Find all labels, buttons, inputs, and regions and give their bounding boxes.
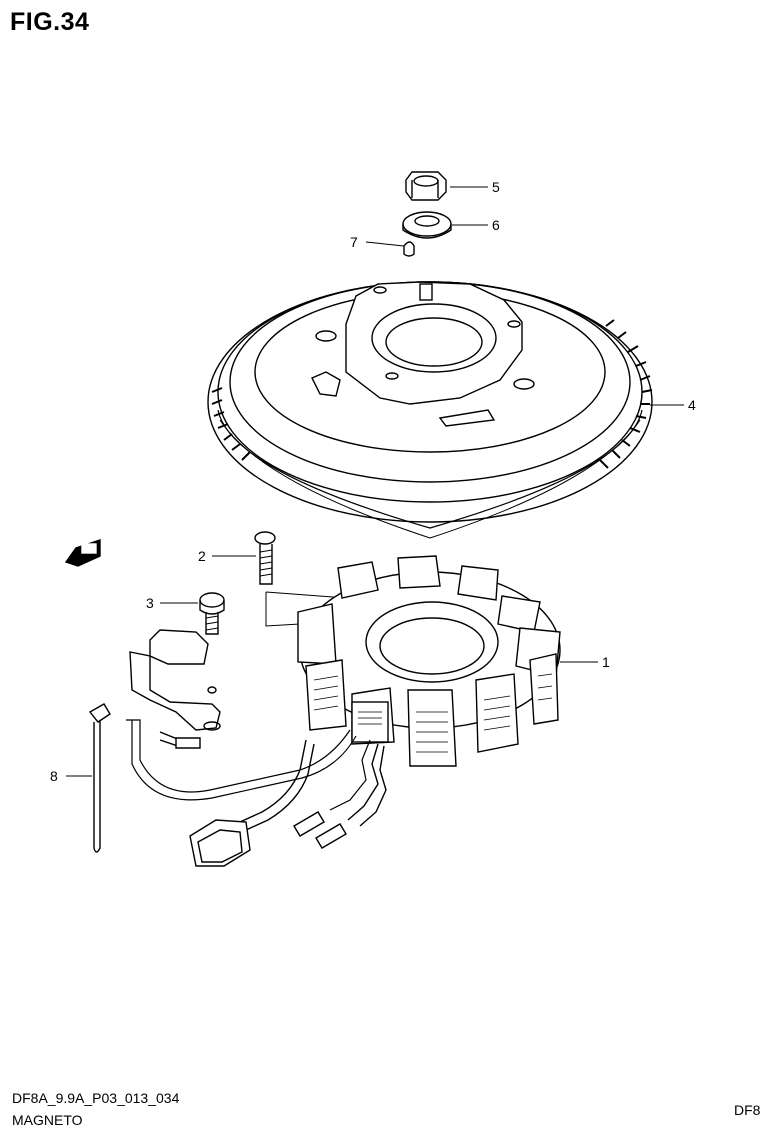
wiring-harness [189,739,387,867]
nut-part-5 [405,171,447,201]
bolt-part-3 [199,592,225,635]
callout-label-2: 2 [198,548,206,564]
flywheel-part-4 [207,281,653,539]
stator-part-1 [297,555,561,767]
callout-label-3: 3 [146,595,154,611]
callout-label-1: 1 [602,654,610,670]
callout-label-8: 8 [50,768,58,784]
cable-tie-part-8 [88,703,111,853]
diagram-code: DF8A_9.9A_P03_013_034 [12,1090,180,1106]
callout-label-7: 7 [350,234,358,250]
screw-part-2 [254,531,276,585]
next-page-code-fragment: DF8 [734,1102,761,1118]
key-part-7 [403,241,415,257]
callout-label-6: 6 [492,217,500,233]
pulser-coil-assembly [126,629,357,801]
diagram-name: MAGNETO [12,1112,83,1128]
callout-label-4: 4 [688,397,696,413]
forward-arrow-icon [64,539,101,567]
washer-part-6 [402,211,452,239]
callout-label-5: 5 [492,179,500,195]
callout-leaders [66,186,684,777]
figure-title: FIG.34 [10,8,90,36]
